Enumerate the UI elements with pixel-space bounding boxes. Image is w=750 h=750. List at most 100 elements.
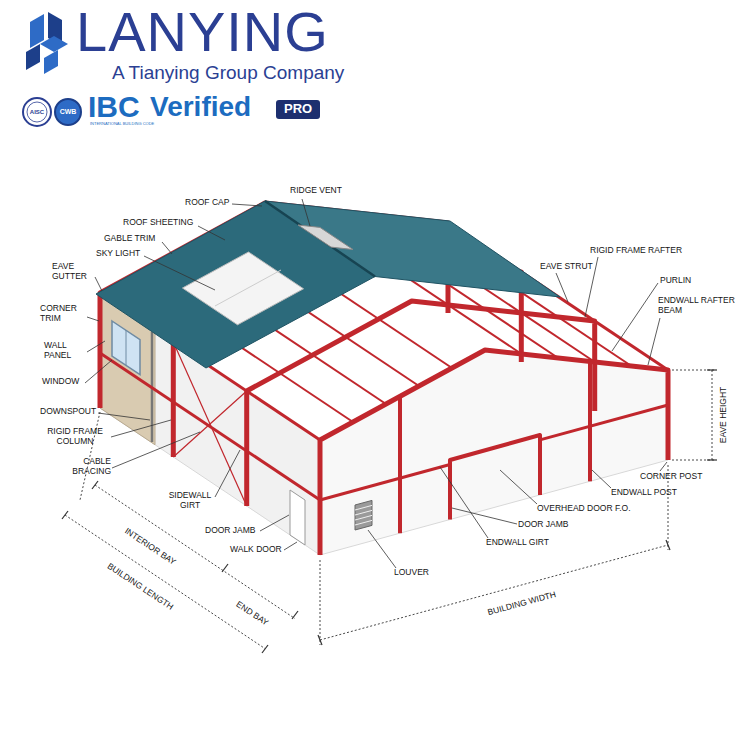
part-label: ENDWALL RAFTER BEAM: [658, 296, 742, 316]
dimension-lines-part: [320, 560, 321, 645]
roof-part: [265, 201, 375, 277]
building-walls-part: [112, 321, 140, 375]
logo-icon-part: [44, 50, 58, 74]
part-label: RIGID FRAME RAFTER: [590, 246, 682, 256]
leader-lines-part: [648, 318, 660, 365]
badge-title: Verified: [150, 91, 251, 123]
part-label: DOOR JAMB: [205, 526, 256, 536]
dimension-ticks-part: [707, 459, 717, 460]
leader-lines-part: [162, 242, 172, 254]
part-label: WINDOW: [42, 377, 79, 387]
steel-frame-part: [450, 435, 540, 520]
part-label: CABLE BRACING: [55, 457, 111, 477]
certification-badges-part: [55, 99, 81, 125]
part-label: CORNER POST: [640, 472, 702, 482]
logo-icon-part: [26, 44, 40, 70]
leader-lines-part: [95, 277, 102, 291]
leader-lines-part: [144, 256, 215, 290]
leader-lines-part: [592, 470, 611, 488]
dimension-ticks-part: [92, 481, 98, 489]
dimension-label: BUILDING WIDTH: [485, 589, 559, 618]
dimension-ticks-part: [262, 645, 268, 653]
dimension-lines-part: [320, 545, 668, 640]
part-label: DOWNSPOUT: [40, 407, 96, 417]
logo-icon-part: [30, 14, 44, 48]
leader-lines-part: [556, 273, 568, 302]
part-label: PURLIN: [660, 276, 691, 286]
leader-lines-part: [215, 450, 240, 497]
leader-lines-part: [87, 317, 99, 321]
steel-frame-part: [320, 350, 668, 555]
leader-lines-part: [112, 432, 200, 468]
leader-lines-part: [87, 341, 105, 352]
dimension-lines-part: [712, 370, 713, 460]
dimension-lines-part: [672, 460, 716, 461]
dimension-ticks-part: [292, 611, 298, 619]
roof-part: [298, 225, 353, 250]
leader-lines-part: [85, 360, 112, 383]
part-label: CORNER TRIM: [40, 304, 86, 324]
building-walls-part: [126, 330, 127, 365]
part-label: EAVE GUTTER: [52, 262, 94, 282]
dimension-ticks-part: [62, 511, 68, 519]
dimension-lines: [65, 370, 716, 649]
dimension-lines-part: [65, 515, 265, 649]
roof-part: [265, 201, 560, 297]
building-walls-part: [355, 510, 372, 515]
leader-lines-part: [500, 470, 537, 504]
steel-frame-part: [247, 301, 595, 506]
leader-lines-part: [260, 515, 289, 531]
dimension-ticks-part: [318, 635, 322, 645]
building-walls-part: [355, 505, 372, 510]
dimension-ticks-part: [666, 540, 670, 550]
leader-lines-part: [452, 508, 517, 524]
leader-lines-part: [440, 467, 488, 538]
certification-badges-part: [27, 102, 47, 122]
building-walls-part: [320, 350, 668, 555]
leader-lines-part: [111, 420, 171, 437]
part-label: EAVE STRUT: [540, 262, 593, 272]
certification-badges-part: [23, 98, 51, 126]
part-label: RIDGE VENT: [290, 186, 342, 196]
part-label: RIGID FRAME COLUMN: [40, 427, 110, 447]
part-label: OVERHEAD DOOR F.O.: [537, 504, 631, 514]
steel-frame-part: [320, 465, 450, 501]
part-label: SKY LIGHT: [96, 249, 140, 259]
logo-icon-part: [40, 36, 68, 52]
leader-lines-part: [284, 542, 297, 550]
leader-lines-part: [232, 204, 262, 206]
leader-lines-part: [302, 199, 310, 226]
dimension-ticks-part: [707, 369, 717, 370]
dimension-label: END BAY: [232, 599, 271, 630]
leader-lines-part: [198, 226, 225, 240]
steel-frame-part: [173, 391, 246, 457]
dimension-lines-part: [80, 412, 100, 500]
roof: [96, 201, 560, 368]
building-walls-part: [355, 520, 372, 525]
leader-lines-part: [660, 462, 667, 471]
part-label: ROOF CAP: [185, 198, 229, 208]
part-label: SIDEWALL GIRT: [165, 491, 215, 511]
brand-tagline: A Tianying Group Company: [112, 62, 344, 84]
dimension-ticks-part: [222, 564, 228, 572]
steel-frame-part: [173, 342, 246, 506]
part-label: ENDWALL GIRT: [486, 538, 549, 548]
logo-icon: [26, 12, 68, 74]
leader-lines-part: [612, 283, 658, 351]
roof-part: [215, 270, 281, 306]
badge-subtitle: INTERNATIONAL BUILDING CODE: [90, 122, 154, 127]
badge-tag: PRO: [276, 100, 320, 119]
badge-title: IBC: [88, 90, 140, 125]
building-walls-part: [290, 490, 305, 545]
badge-text: AISC: [30, 109, 44, 116]
dimension-ticks: [62, 370, 717, 653]
part-label: ROOF SHEETING: [123, 218, 193, 228]
badge-text: CWB: [60, 108, 77, 116]
steel-frame-part: [588, 362, 592, 482]
certification-badges: [23, 98, 81, 126]
part-label: DOOR JAMB: [518, 520, 569, 530]
part-label: LOUVER: [394, 568, 429, 578]
leader-lines: [85, 199, 667, 568]
dimension-label: INTERIOR BAY: [121, 525, 179, 568]
